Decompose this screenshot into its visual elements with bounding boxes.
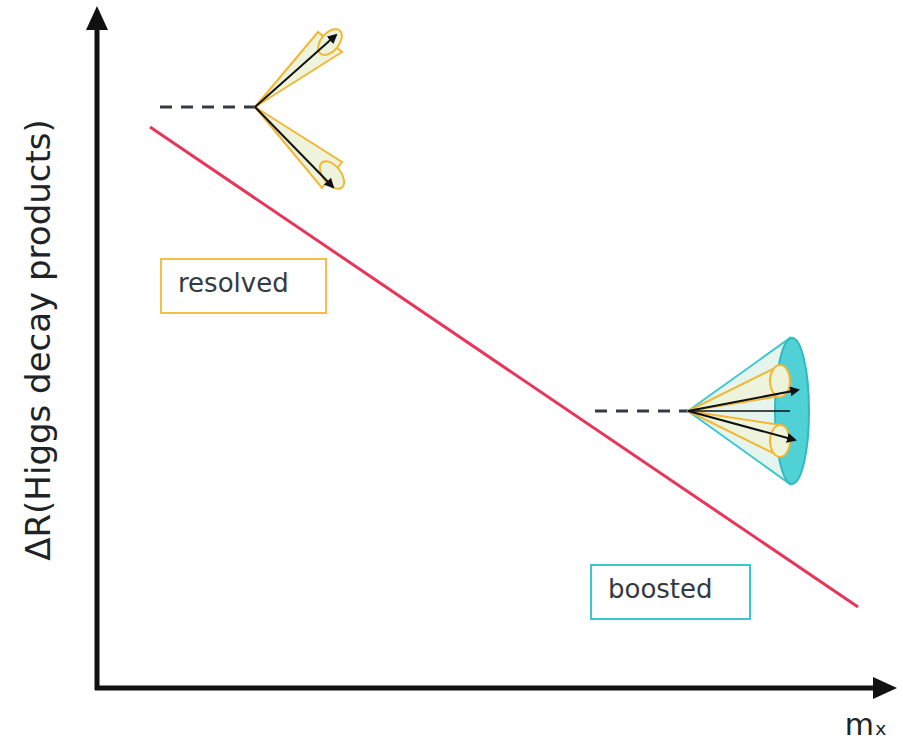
axis-title: mₓ (845, 707, 888, 742)
x-axis-arrow (873, 677, 897, 699)
trend-line (150, 127, 858, 607)
x-axis (95, 686, 880, 691)
boosted-jet (688, 338, 809, 484)
region-box: resolved (160, 258, 327, 314)
y-axis (95, 22, 100, 690)
dashed-marker (595, 410, 688, 413)
region-label: boosted (608, 574, 733, 604)
region-label: resolved (178, 268, 309, 298)
region-box: boosted (590, 564, 751, 620)
y-axis-arrow (86, 6, 108, 30)
axis-title: ΔR(Higgs decay products) (18, 119, 58, 561)
dashed-marker (160, 106, 255, 109)
resolved-jets (255, 25, 349, 193)
